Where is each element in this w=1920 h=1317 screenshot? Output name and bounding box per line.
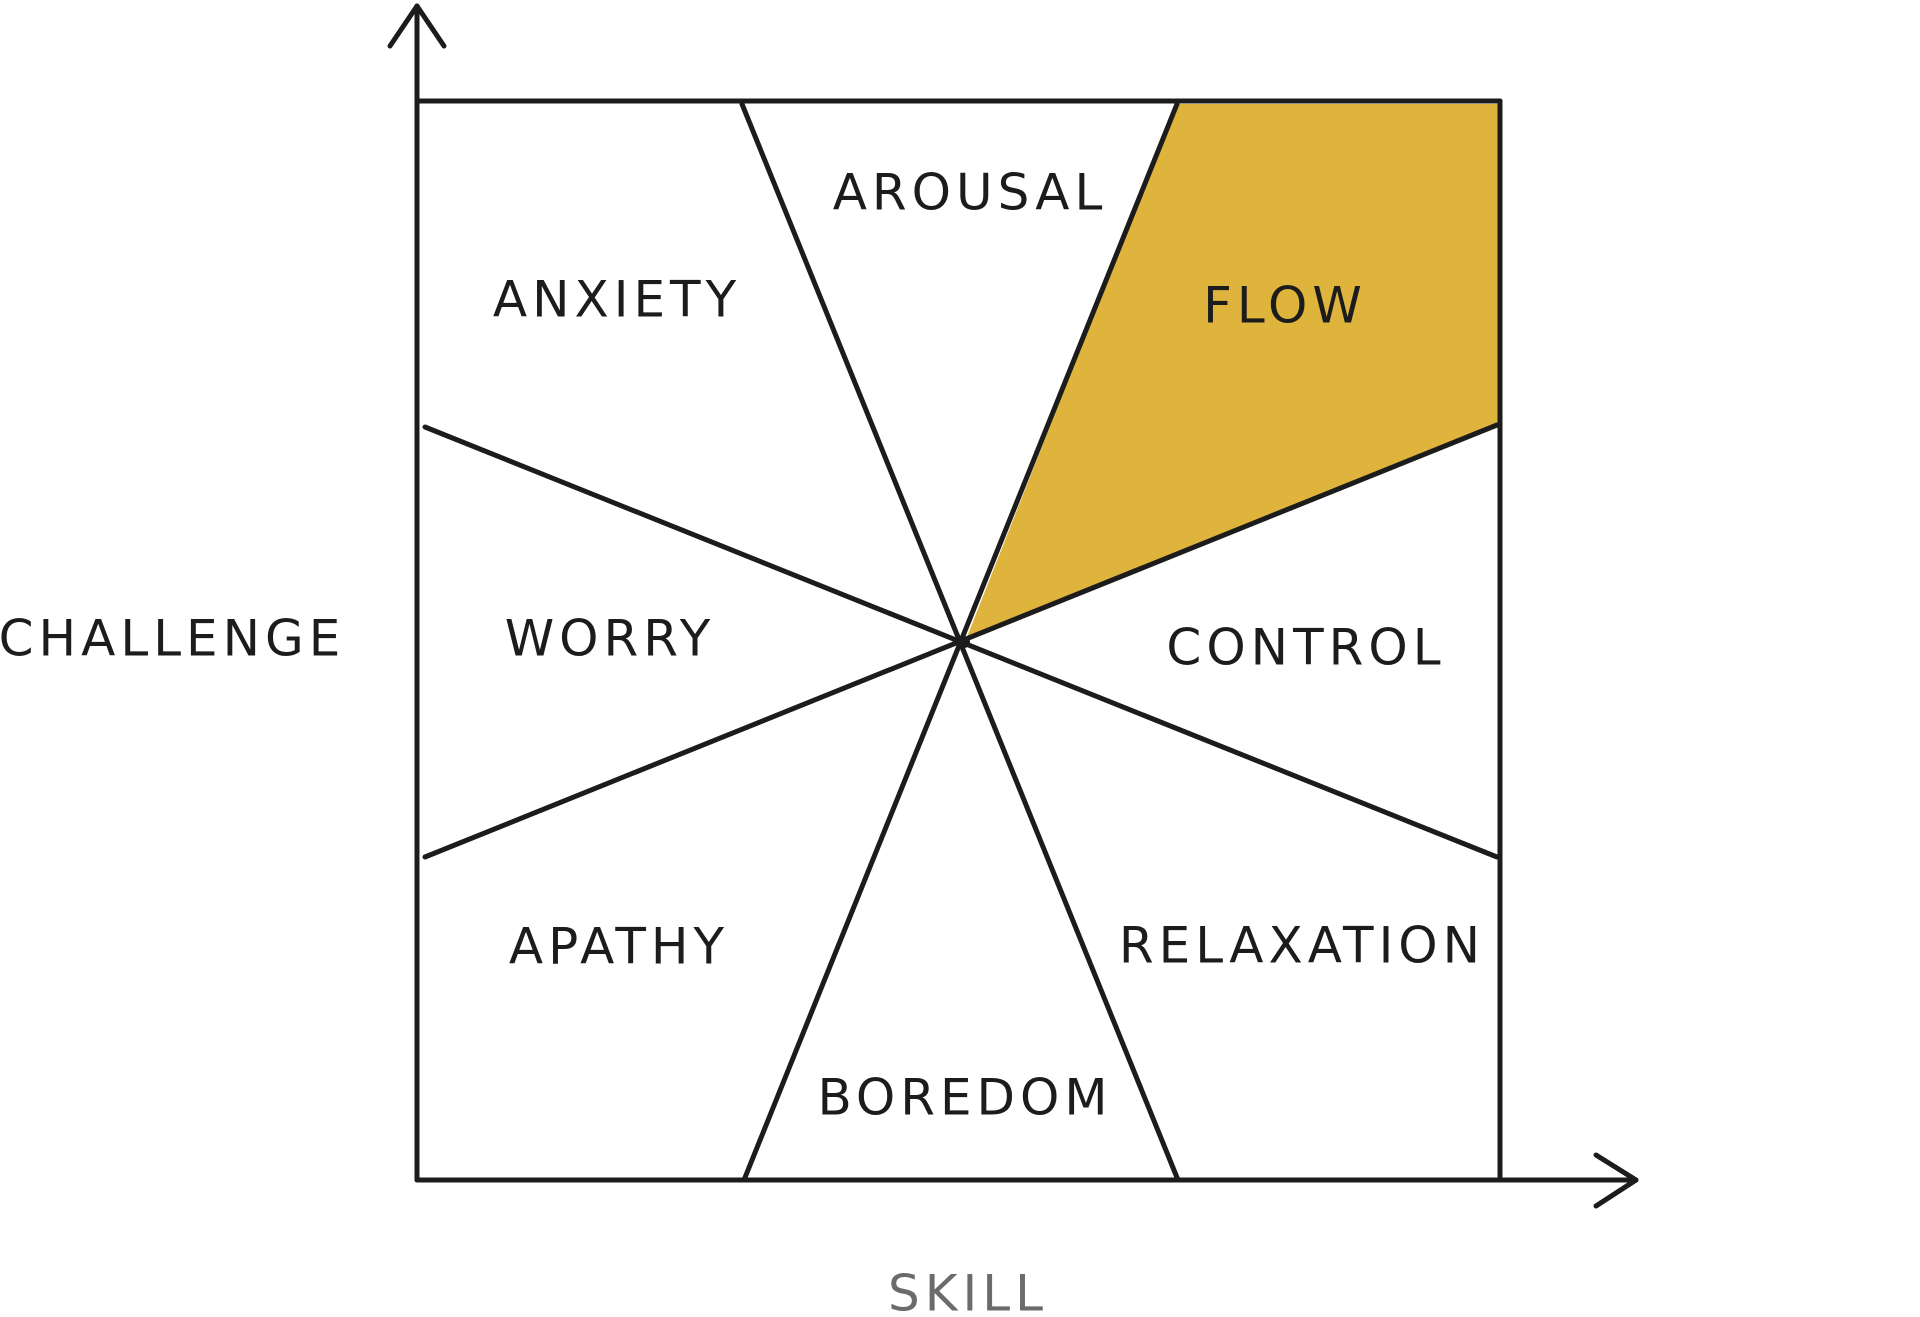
region-label-control: CONTROL: [1166, 619, 1445, 677]
y-axis-arrowhead: [387, 3, 447, 49]
region-label-boredom: BOREDOM: [817, 1069, 1112, 1127]
x-axis-title: SKILL: [888, 1265, 1048, 1317]
region-label-apathy: APATHY: [509, 918, 729, 976]
center-point: [958, 636, 970, 648]
region-label-worry: WORRY: [505, 610, 716, 668]
region-label-flow: FLOW: [1203, 277, 1367, 335]
region-label-arousal: AROUSAL: [833, 164, 1108, 222]
flow-region-fill: [965, 104, 1500, 642]
y-axis-title: CHALLENGE: [0, 610, 345, 668]
region-label-relaxation: RELAXATION: [1119, 917, 1485, 975]
x-axis-arrowhead: [1593, 1152, 1639, 1209]
region-label-anxiety: ANXIETY: [493, 271, 741, 329]
